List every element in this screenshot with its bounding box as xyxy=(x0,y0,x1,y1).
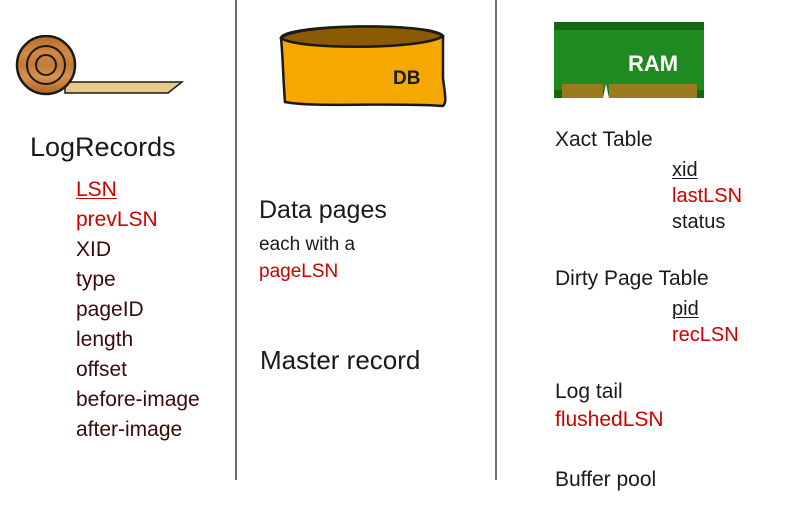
db-icon-label: DB xyxy=(393,68,420,89)
dirty-page-table-fields: pid recLSN xyxy=(672,296,739,348)
log-field-xid: XID xyxy=(76,238,112,261)
ram-contacts-right xyxy=(609,84,697,98)
column-divider-right xyxy=(495,0,497,480)
log-roll-icon xyxy=(15,35,185,96)
column-divider-left xyxy=(235,0,237,480)
log-tail-flushedlsn: flushedLSN xyxy=(555,408,664,431)
xact-table-fields: xid lastLSN status xyxy=(672,157,742,235)
ram-module-icon: RAM xyxy=(554,22,704,98)
log-field-lsn: LSN xyxy=(76,178,117,201)
dirty-page-table-title: Dirty Page Table xyxy=(555,267,709,290)
master-record-title: Master record xyxy=(260,345,421,375)
database-icon: DB xyxy=(279,25,447,108)
xact-table-title: Xact Table xyxy=(555,128,653,151)
data-pages-title: Data pages xyxy=(259,196,387,224)
xact-field-xid: xid xyxy=(672,159,698,181)
log-records-title: LogRecords xyxy=(30,132,176,162)
log-field-before-image: before-image xyxy=(76,388,200,411)
log-field-after-image: after-image xyxy=(76,418,183,441)
data-pages-description: each with a pageLSN xyxy=(259,231,355,285)
xact-field-status: status xyxy=(672,211,726,233)
log-field-offset: offset xyxy=(76,358,127,381)
log-field-pageid: pageID xyxy=(76,298,144,321)
dpt-field-reclsn: recLSN xyxy=(672,324,739,346)
log-field-prevlsn: prevLSN xyxy=(76,208,158,231)
ram-icon-label: RAM xyxy=(628,51,678,76)
data-pages-pagelsn: pageLSN xyxy=(259,261,339,282)
dpt-field-pid: pid xyxy=(672,298,699,320)
log-field-type: type xyxy=(76,268,116,291)
ram-contacts-left xyxy=(562,84,603,98)
log-record-fields: LSN prevLSN XID type pageID length offse… xyxy=(76,175,200,445)
xact-field-lastlsn: lastLSN xyxy=(672,185,743,207)
log-field-length: length xyxy=(76,328,134,351)
data-pages-subtitle: each with a xyxy=(259,234,356,255)
log-tape xyxy=(64,81,185,94)
buffer-pool-title: Buffer pool xyxy=(555,468,657,491)
log-tail-title: Log tail xyxy=(555,380,623,403)
